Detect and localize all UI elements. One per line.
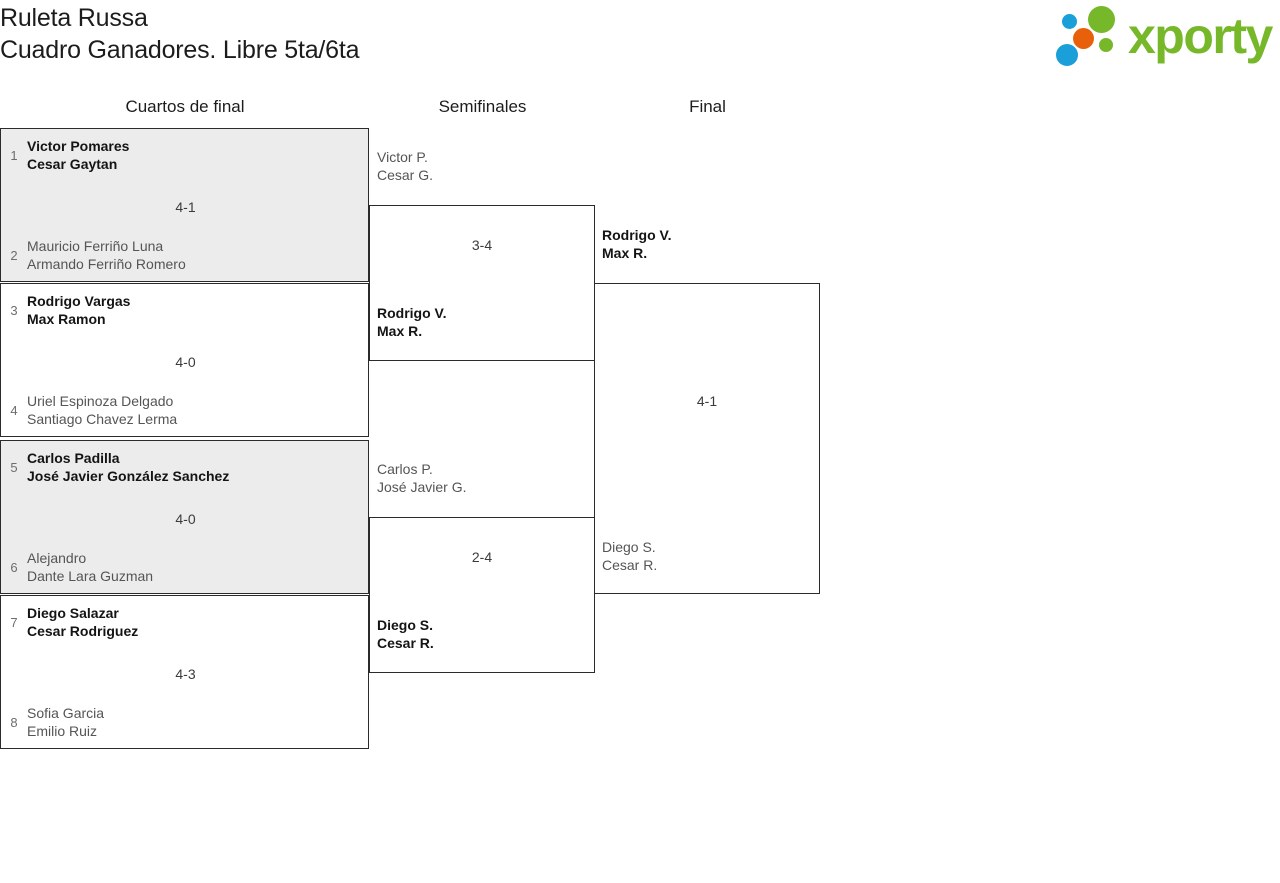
player-name: Carlos Padilla: [27, 450, 120, 466]
player-name: Sofia Garcia: [27, 705, 105, 721]
player-name: Alejandro: [27, 550, 87, 566]
match-team-top[interactable]: 1 Victor Pomares Cesar Gaytan: [1, 137, 368, 173]
team-names: Mauricio Ferriño Luna Armando Ferriño Ro…: [27, 237, 186, 273]
match-team-bottom[interactable]: 8 Sofia Garcia Emilio Ruiz: [1, 704, 368, 740]
player-name: Diego S.: [377, 617, 434, 633]
match-score: 4-3: [175, 666, 196, 682]
match-semifinal-1[interactable]: [369, 205, 595, 361]
match-score: 4-0: [175, 354, 196, 370]
logo-wordmark: xporty: [1128, 8, 1273, 64]
match-quarterfinal-2[interactable]: 3 Rodrigo Vargas Max Ramon 4-0 4 Uriel E…: [0, 283, 369, 437]
match-team-top[interactable]: 5 Carlos Padilla José Javier González Sa…: [1, 449, 368, 485]
xporty-logo[interactable]: xporty: [1048, 4, 1274, 68]
bracket-subtitle: Cuadro Ganadores. Libre 5ta/6ta: [0, 36, 360, 64]
final-team-top[interactable]: Rodrigo V. Max R.: [602, 226, 672, 262]
player-name: Diego S.: [602, 539, 656, 555]
semifinal-2-score: 2-4: [471, 549, 493, 565]
match-final[interactable]: [594, 283, 820, 594]
team-names: Carlos Padilla José Javier González Sanc…: [27, 449, 229, 485]
team-names: Uriel Espinoza Delgado Santiago Chavez L…: [27, 392, 177, 428]
seed-number: 2: [10, 247, 18, 263]
final-score: 4-1: [696, 393, 718, 409]
seed-number: 5: [10, 459, 18, 475]
match-quarterfinal-3[interactable]: 5 Carlos Padilla José Javier González Sa…: [0, 440, 369, 594]
player-name: Diego Salazar: [27, 605, 119, 621]
match-team-bottom[interactable]: 6 Alejandro Dante Lara Guzman: [1, 549, 368, 585]
team-names: Rodrigo Vargas Max Ramon: [27, 292, 130, 328]
match-score: 4-0: [175, 511, 196, 527]
player-name: Rodrigo V.: [377, 305, 447, 321]
logo-dots-icon: [1056, 6, 1130, 68]
round-header-final: Final: [689, 97, 726, 116]
seed-number: 6: [10, 559, 18, 575]
semifinal-1-score: 3-4: [471, 237, 493, 253]
round-header-semifinals: Semifinales: [438, 97, 527, 116]
match-team-bottom[interactable]: 4 Uriel Espinoza Delgado Santiago Chavez…: [1, 392, 368, 428]
player-name: Victor P.: [377, 149, 428, 165]
player-name: Rodrigo V.: [602, 227, 672, 243]
player-name: Rodrigo Vargas: [27, 293, 131, 309]
player-name: José Javier G.: [377, 479, 467, 495]
seed-number: 1: [10, 147, 18, 163]
player-name: Uriel Espinoza Delgado: [27, 393, 174, 409]
semifinal-2-team-bottom[interactable]: Diego S. Cesar R.: [377, 616, 434, 652]
player-name: Santiago Chavez Lerma: [27, 411, 178, 427]
page-header: Ruleta Russa Cuadro Ganadores. Libre 5ta…: [0, 0, 1280, 78]
match-semifinal-2[interactable]: [369, 517, 595, 673]
page-title: Ruleta Russa Cuadro Ganadores. Libre 5ta…: [0, 2, 360, 66]
match-quarterfinal-4[interactable]: 7 Diego Salazar Cesar Rodriguez 4-3 8 So…: [0, 595, 369, 749]
tournament-name: Ruleta Russa: [0, 4, 148, 32]
seed-number: 4: [10, 402, 18, 418]
match-score: 4-1: [175, 199, 196, 215]
match-quarterfinal-1[interactable]: 1 Victor Pomares Cesar Gaytan 4-1 2 Maur…: [0, 128, 369, 282]
player-name: Cesar Rodriguez: [27, 623, 139, 639]
player-name: Max R.: [602, 245, 648, 261]
player-name: Armando Ferriño Romero: [27, 256, 186, 272]
team-names: Sofia Garcia Emilio Ruiz: [27, 704, 104, 740]
seed-number: 8: [10, 714, 18, 730]
round-header-quarterfinals: Cuartos de final: [125, 97, 245, 116]
match-team-top[interactable]: 7 Diego Salazar Cesar Rodriguez: [1, 604, 368, 640]
seed-number: 7: [10, 614, 18, 630]
player-name: Dante Lara Guzman: [27, 568, 154, 584]
team-names: Victor Pomares Cesar Gaytan: [27, 137, 129, 173]
player-name: José Javier González Sanchez: [27, 468, 230, 484]
player-name: Cesar R.: [602, 557, 658, 573]
player-name: Cesar G.: [377, 167, 434, 183]
player-name: Emilio Ruiz: [27, 723, 98, 739]
match-team-top[interactable]: 3 Rodrigo Vargas Max Ramon: [1, 292, 368, 328]
semifinal-1-team-top[interactable]: Victor P. Cesar G.: [377, 148, 433, 184]
tournament-bracket: 1 Victor Pomares Cesar Gaytan 4-1 2 Maur…: [0, 128, 900, 768]
player-name: Cesar Gaytan: [27, 156, 118, 172]
player-name: Max Ramon: [27, 311, 106, 327]
player-name: Max R.: [377, 323, 423, 339]
seed-number: 3: [10, 302, 18, 318]
semifinal-2-team-top[interactable]: Carlos P. José Javier G.: [377, 460, 466, 496]
match-team-bottom[interactable]: 2 Mauricio Ferriño Luna Armando Ferriño …: [1, 237, 368, 273]
team-names: Alejandro Dante Lara Guzman: [27, 549, 153, 585]
player-name: Victor Pomares: [27, 138, 130, 154]
player-name: Cesar R.: [377, 635, 434, 651]
team-names: Diego Salazar Cesar Rodriguez: [27, 604, 138, 640]
semifinal-1-team-bottom[interactable]: Rodrigo V. Max R.: [377, 304, 447, 340]
player-name: Carlos P.: [377, 461, 433, 477]
final-team-bottom[interactable]: Diego S. Cesar R.: [602, 538, 657, 574]
player-name: Mauricio Ferriño Luna: [27, 238, 164, 254]
